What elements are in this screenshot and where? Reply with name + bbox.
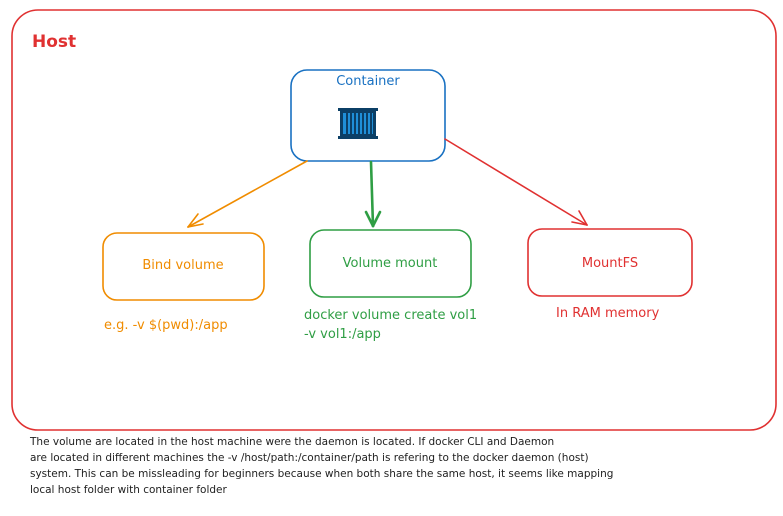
host-label: Host [32,32,77,52]
caption-line: system. This can be missleading for begi… [30,468,614,480]
host-frame [11,9,777,431]
arrow-to-mountfs [444,138,588,226]
mountfs-box[interactable] [527,228,693,297]
volume-mount-example-line: -v vol1:/app [304,327,381,342]
container-box[interactable] [290,69,446,162]
bind-volume-example: e.g. -v $(pwd):/app [104,318,228,333]
bind-volume-label: Bind volume [142,258,224,273]
arrow-to-volume-mount [364,160,382,228]
volume-mount-example: docker volume create vol1 -v vol1:/app [304,306,477,344]
volume-mount-example-line: docker volume create vol1 [304,308,478,323]
caption-line: local host folder with container folder [30,484,227,496]
bind-volume-box[interactable] [102,232,265,301]
mountfs-note: In RAM memory [556,306,660,321]
mountfs-label: MountFS [581,256,639,271]
shipping-container-icon [338,108,378,139]
caption-line: are located in different machines the -v… [30,452,589,464]
container-label: Container [336,74,400,89]
volume-mount-box[interactable] [309,229,472,298]
caption: The volume are located in the host machi… [30,434,778,498]
caption-line: The volume are located in the host machi… [30,436,555,448]
arrow-to-bind-volume [187,160,308,228]
volume-mount-label: Volume mount [342,256,438,271]
